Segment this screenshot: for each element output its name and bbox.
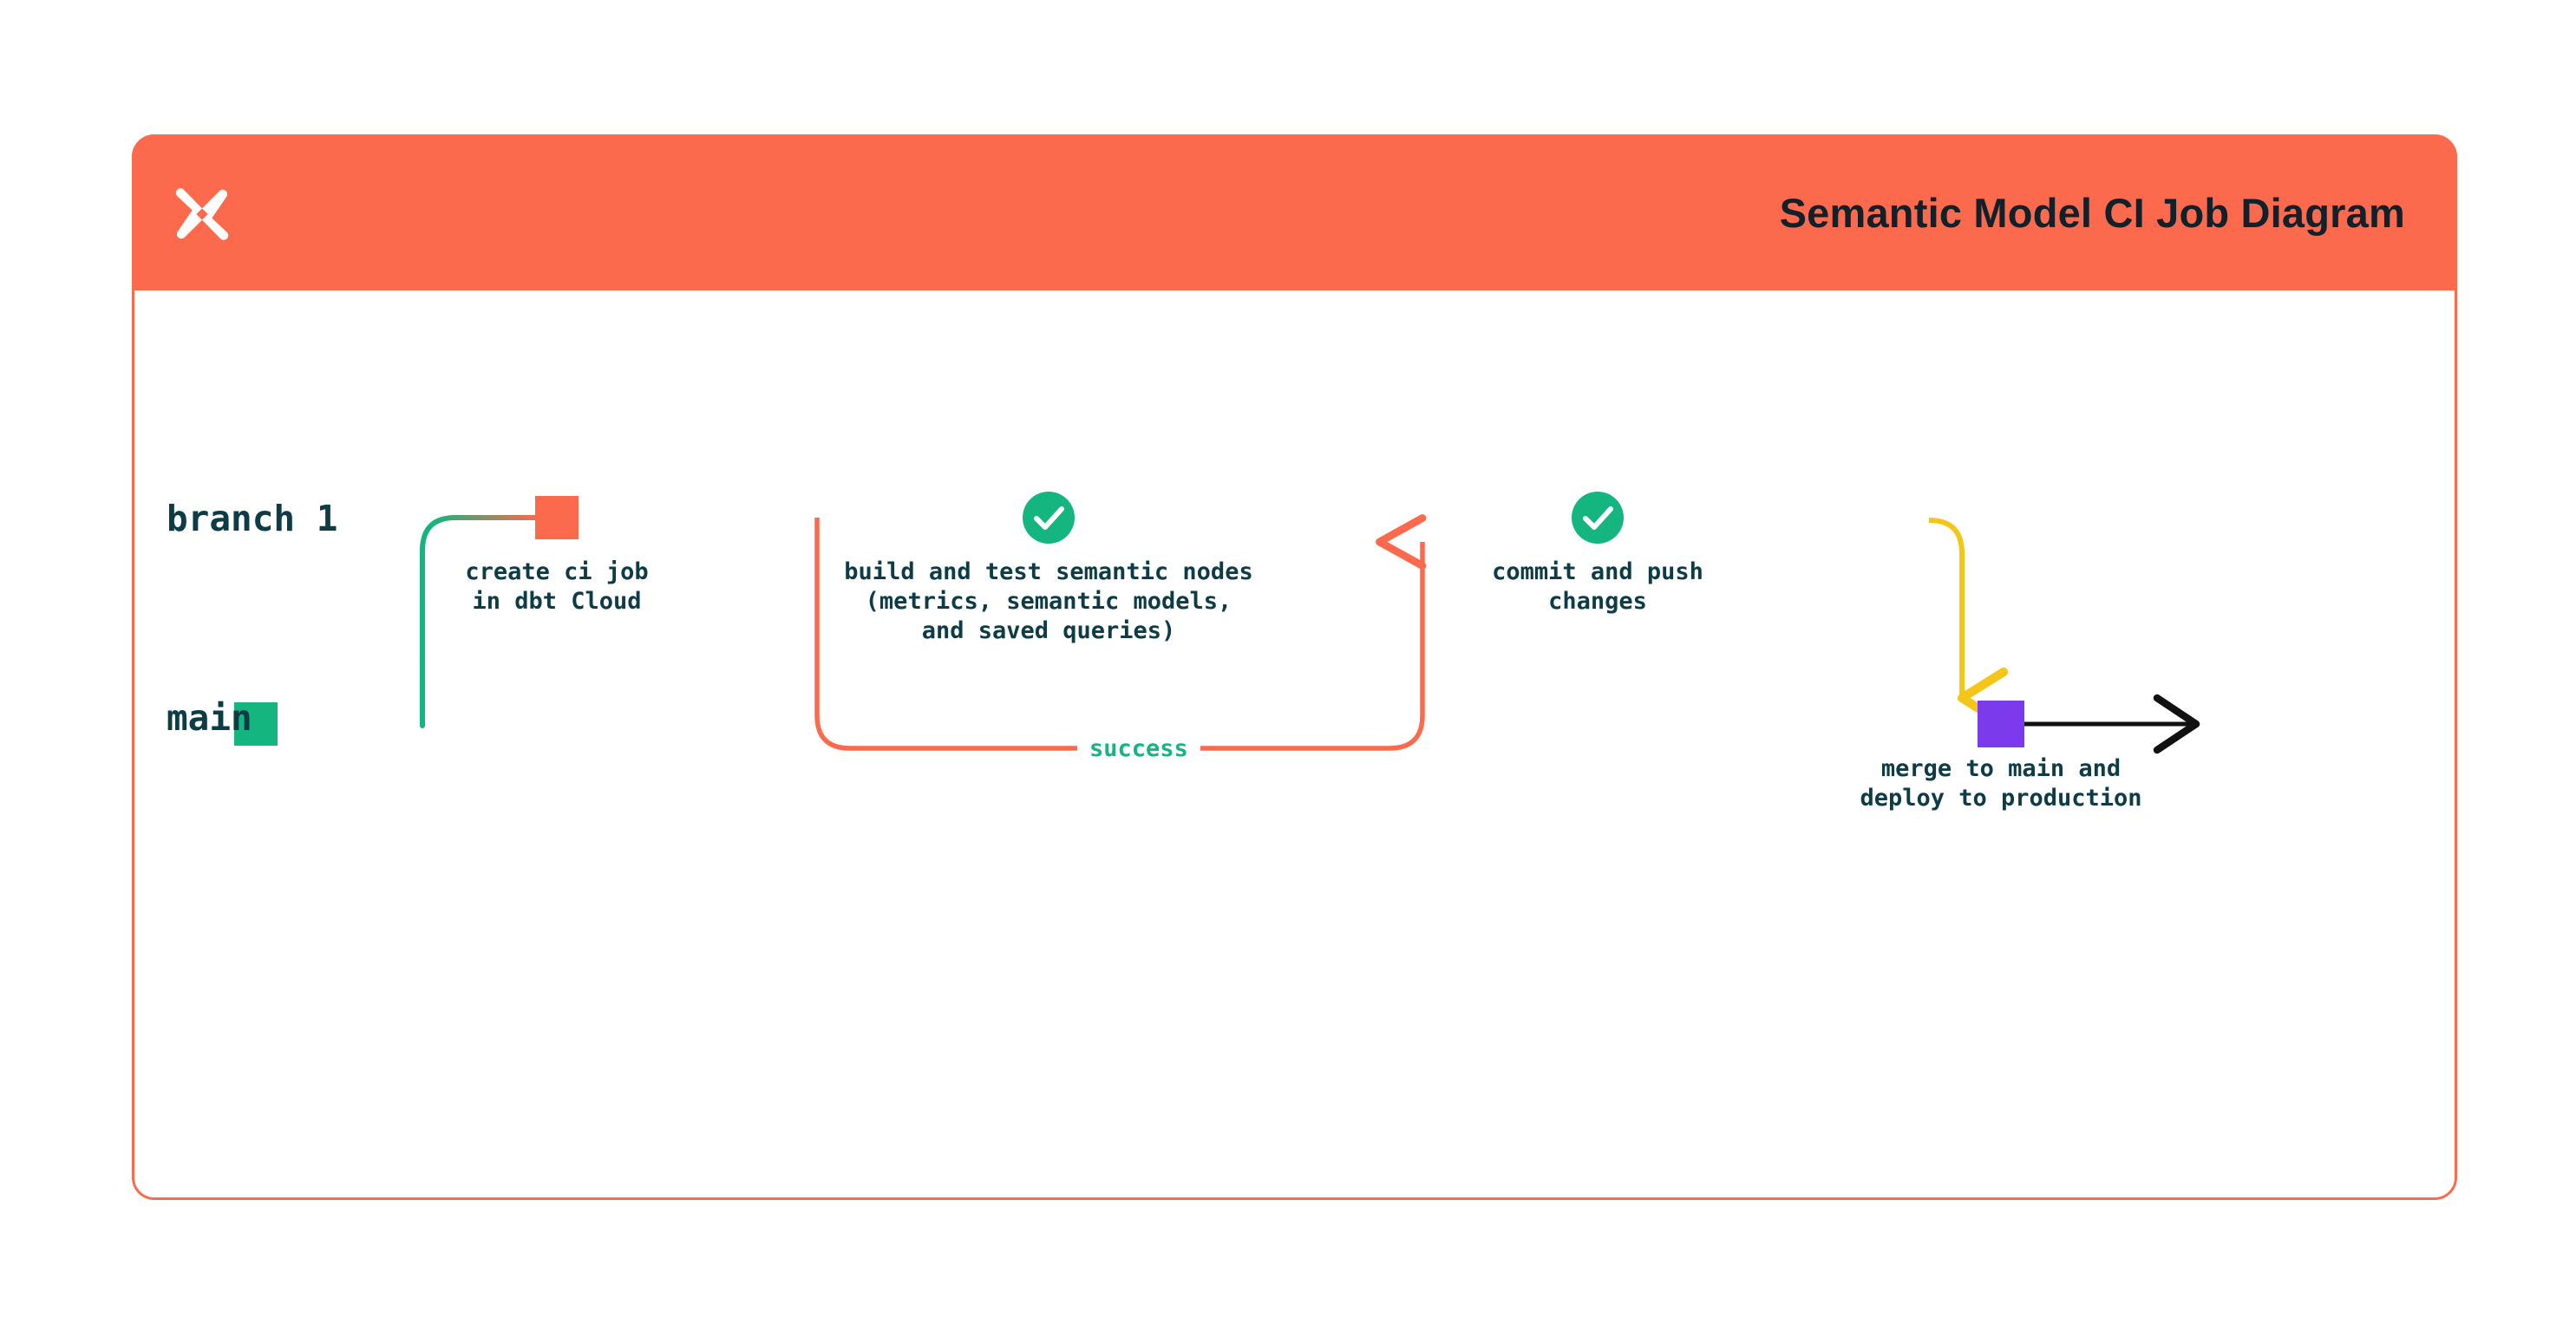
node-main-start — [234, 702, 278, 746]
node-create-ci-job — [535, 496, 579, 539]
node-caption-commit-and-push: commit and push changes — [1492, 558, 1703, 615]
dbt-x-logo-icon — [168, 177, 236, 248]
node-merge-to-main — [1978, 701, 2024, 747]
edge-label-success: success — [1077, 735, 1200, 762]
branch-label-main: main — [167, 697, 252, 739]
node-build-and-test — [1023, 492, 1075, 544]
header-underlap — [134, 290, 2455, 325]
node-caption-build-and-test: build and test semantic nodes (metrics, … — [844, 558, 1253, 644]
node-caption-create-ci-job: create ci job in dbt Cloud — [465, 558, 649, 615]
git-flow-diagram — [132, 134, 2457, 1200]
node-caption-merge-to-main: merge to main and deploy to production — [1860, 755, 2142, 812]
card-header: Semantic Model CI Job Diagram — [132, 134, 2457, 290]
check-icon — [1034, 506, 1064, 530]
merge-to-main-edge — [1928, 518, 2009, 729]
branch-label-branch-1: branch 1 — [167, 498, 338, 539]
check-icon — [1583, 506, 1613, 530]
page-title: Semantic Model CI Job Diagram — [1779, 189, 2405, 236]
branch-1-fork-line — [420, 515, 542, 728]
node-commit-and-push — [1572, 492, 1624, 544]
diagram-card: Semantic Model CI Job Diagram — [132, 134, 2457, 1200]
